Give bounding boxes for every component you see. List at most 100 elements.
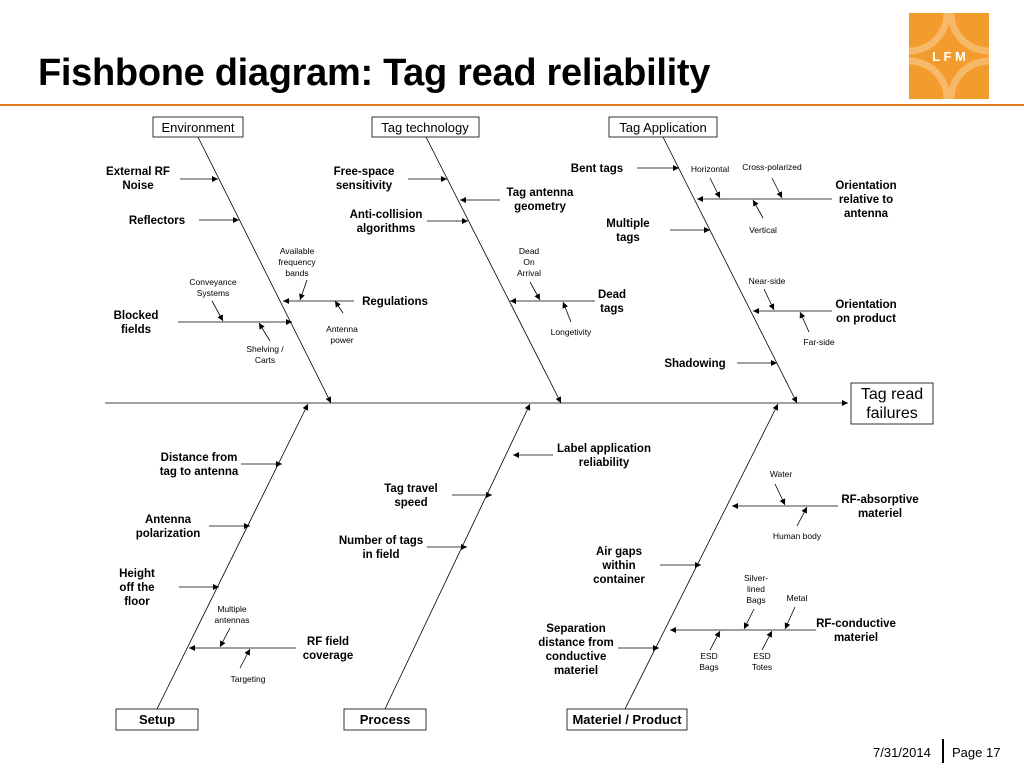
cause-line: Regulations [362, 296, 428, 308]
arrow-vertical [752, 199, 764, 219]
cause-line: Metal [787, 593, 808, 603]
cause-line: materiel [554, 665, 598, 677]
cause-line: distance from [538, 637, 613, 649]
cause-line: Shadowing [664, 358, 725, 370]
arrow-doa [529, 281, 541, 301]
cause-line: Human body [773, 531, 822, 541]
bone-setup [156, 403, 309, 710]
cause-line: power [330, 335, 353, 345]
cause-line: Totes [752, 662, 772, 672]
category-box-setup [115, 708, 199, 731]
category-materiel-product: Materiel / Product [572, 712, 682, 727]
arrow-conveyance [211, 300, 224, 322]
cause-line: lined [747, 584, 765, 594]
cause-height: Height off the floor [119, 568, 155, 608]
cause-line: Cross-polarized [742, 162, 802, 172]
cause-bent-tags: Bent tags [571, 163, 623, 175]
cause-vertical: Vertical [749, 225, 777, 235]
cause-line: antennas [215, 615, 250, 625]
cause-water: Water [770, 469, 793, 479]
cause-line: Silver- [744, 573, 768, 583]
cause-line: Noise [122, 180, 153, 192]
arrow-longetivity [562, 301, 572, 323]
cause-line: Multiple [217, 604, 247, 614]
cause-line: Dead [519, 246, 540, 256]
cause-line: Bags [699, 662, 718, 672]
logo-text: L F M [932, 49, 966, 64]
cause-line: Label application [557, 443, 651, 455]
title-underline [0, 104, 1024, 106]
cause-line: speed [394, 497, 427, 509]
cause-line: on product [836, 313, 896, 325]
cause-line: Number of tags [339, 535, 423, 547]
cause-line: tags [600, 303, 624, 315]
category-process: Process [360, 712, 411, 727]
cause-longetivity: Longetivity [551, 327, 592, 337]
bone-environment [197, 136, 332, 404]
cause-line: Blocked [114, 310, 159, 322]
cause-line: Available [280, 246, 315, 256]
arrow-cross-polarized [771, 177, 783, 199]
cause-line: Carts [255, 355, 275, 365]
cause-dead-tags: Dead tags [598, 289, 626, 315]
bone-materiel [624, 403, 779, 710]
lfm-logo: L F M [909, 13, 989, 99]
arrow-far-side [799, 311, 810, 333]
footer-page-number: Page 17 [952, 745, 1001, 760]
cause-line: Water [770, 469, 793, 479]
effect-label-line1: Tag read [861, 386, 923, 403]
cause-line: Air gaps [596, 546, 642, 558]
cause-line: within [601, 560, 635, 572]
cause-reflectors: Reflectors [129, 215, 185, 227]
cause-line: Orientation [835, 180, 896, 192]
cause-line: RF-conductive [816, 618, 896, 630]
cause-blocked-fields: Blocked fields [114, 310, 159, 336]
cause-line: floor [124, 596, 150, 608]
cause-line: Separation [546, 623, 605, 635]
cause-line: algorithms [357, 223, 416, 235]
page-title: Fishbone diagram: Tag read reliability [38, 52, 711, 94]
cause-line: Dead [598, 289, 626, 301]
cause-human-body: Human body [773, 531, 822, 541]
arrow-esd-bags [709, 630, 721, 651]
cause-shadowing: Shadowing [664, 358, 725, 370]
cause-line: Height [119, 568, 155, 580]
cause-line: Horizontal [691, 164, 729, 174]
cause-line: Near-side [749, 276, 786, 286]
cause-line: sensitivity [336, 180, 393, 192]
cause-line: bands [285, 268, 308, 278]
cause-line: Targeting [231, 674, 266, 684]
cause-line: Vertical [749, 225, 777, 235]
arrow-horizontal [709, 177, 721, 199]
cause-line: Longetivity [551, 327, 592, 337]
cause-line: RF-absorptive [841, 494, 918, 506]
cause-far-side: Far-side [803, 337, 834, 347]
cause-regulations: Regulations [362, 296, 428, 308]
arrow-available-bands [299, 279, 308, 301]
cause-line: tag to antenna [160, 466, 239, 478]
cause-line: Conveyance [189, 277, 237, 287]
cause-line: off the [119, 582, 154, 594]
cause-line: fields [121, 324, 151, 336]
effect-label-line2: failures [866, 405, 918, 422]
cause-line: Multiple [606, 218, 649, 230]
cause-line: Distance from [161, 452, 238, 464]
cause-line: conductive [546, 651, 607, 663]
bone-tag-application [662, 136, 798, 404]
